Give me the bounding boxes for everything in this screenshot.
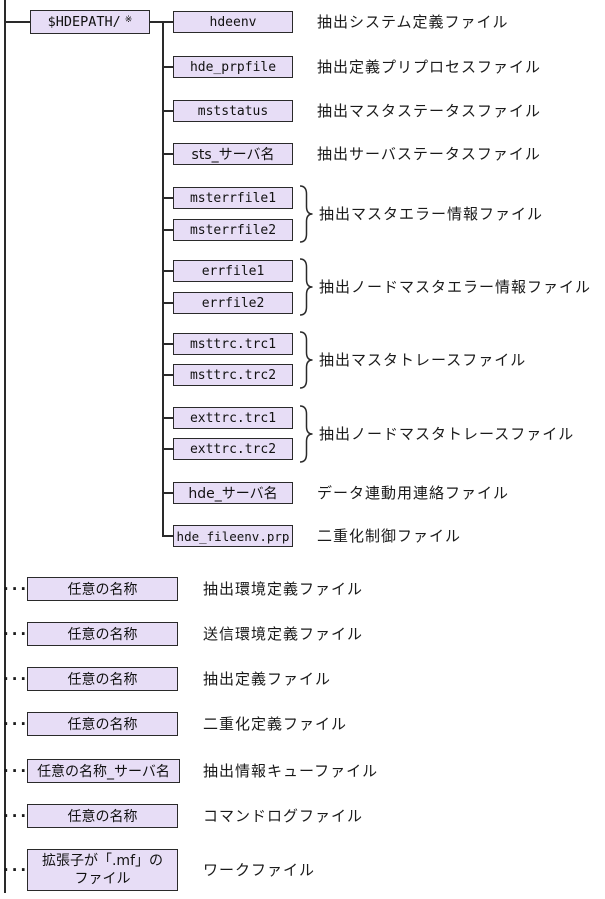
file-description: コマンドログファイル bbox=[203, 807, 364, 825]
file-node-name: exttrc.trc2 bbox=[189, 441, 277, 457]
file-node-name: hdeenv bbox=[209, 14, 257, 30]
group-brace bbox=[297, 185, 315, 243]
file-node-box: 任意の名称 bbox=[27, 622, 178, 646]
stub-line bbox=[162, 448, 173, 450]
file-node-box: hde_fileenv.prp bbox=[173, 525, 293, 547]
stub-line bbox=[162, 66, 173, 68]
file-node-name: msttrc.trc2 bbox=[189, 367, 277, 383]
file-node-box: hdeenv bbox=[173, 11, 293, 33]
file-description: 抽出ノードマスタトレースファイル bbox=[319, 425, 575, 443]
file-node-box: errfile1 bbox=[173, 260, 293, 282]
group-brace bbox=[297, 405, 315, 463]
file-node-name-line2: ファイル bbox=[74, 871, 131, 887]
stub-line bbox=[162, 110, 173, 112]
file-node-box: mststatus bbox=[173, 100, 293, 122]
file-description: 抽出システム定義ファイル bbox=[317, 13, 509, 31]
file-node-box: 任意の名称 bbox=[27, 667, 178, 691]
left-trunk-line bbox=[4, 0, 6, 893]
file-node-box: 任意の名称 bbox=[27, 712, 178, 736]
file-node-name-line1: 拡張子が「.mf」の bbox=[41, 853, 164, 869]
child-trunk-line bbox=[162, 21, 164, 537]
stub-line bbox=[162, 270, 173, 272]
stub-line bbox=[162, 153, 173, 155]
file-node-name: 任意の名称 bbox=[67, 582, 138, 598]
file-description: ワークファイル bbox=[203, 861, 316, 879]
continuation-dots-icon: ··· bbox=[3, 762, 30, 780]
file-node-box: msttrc.trc1 bbox=[173, 333, 293, 355]
file-node-name: 任意の名称 bbox=[67, 809, 138, 825]
file-node-box: hde_prpfile bbox=[173, 56, 293, 78]
file-description: 抽出定義ファイル bbox=[203, 670, 332, 688]
continuation-dots-icon: ··· bbox=[3, 715, 30, 733]
file-description: 抽出マスタステータスファイル bbox=[317, 102, 542, 120]
root-node-box: $HDEPATH/※ bbox=[30, 10, 150, 34]
stub-line bbox=[162, 343, 173, 345]
file-node-name: msterrfile1 bbox=[189, 190, 277, 206]
file-description: 抽出定義プリプロセスファイル bbox=[317, 58, 542, 76]
stub-line bbox=[162, 535, 173, 537]
continuation-dots-icon: ··· bbox=[3, 580, 30, 598]
file-node-box: 任意の名称 bbox=[27, 804, 178, 828]
file-node-box: msttrc.trc2 bbox=[173, 364, 293, 386]
root-note-marker: ※ bbox=[124, 15, 133, 25]
file-node-name: exttrc.trc1 bbox=[189, 410, 277, 426]
file-node-name: msterrfile2 bbox=[189, 222, 277, 238]
continuation-dots-icon: ··· bbox=[3, 861, 30, 879]
file-node-box: errfile2 bbox=[173, 292, 293, 314]
continuation-dots-icon: ··· bbox=[3, 807, 30, 825]
stub-line bbox=[162, 21, 173, 23]
file-node-name: errfile1 bbox=[201, 263, 265, 279]
file-node-name: 任意の名称_サーバ名 bbox=[37, 764, 170, 780]
root-branch-line bbox=[4, 21, 30, 23]
group-brace bbox=[297, 331, 315, 389]
file-node-name: hde_fileenv.prp bbox=[176, 528, 290, 544]
group-brace bbox=[297, 258, 315, 316]
file-description: 抽出情報キューファイル bbox=[203, 762, 379, 780]
file-description: 抽出ノードマスタエラー情報ファイル bbox=[319, 278, 592, 296]
file-node-name: 任意の名称 bbox=[67, 627, 138, 643]
stub-line bbox=[162, 197, 173, 199]
file-node-name: msttrc.trc1 bbox=[189, 336, 277, 352]
file-description: 二重化定義ファイル bbox=[203, 715, 348, 733]
continuation-dots-icon: ··· bbox=[3, 670, 30, 688]
file-node-box: exttrc.trc1 bbox=[173, 407, 293, 429]
file-node-box: hde_サーバ名 bbox=[173, 482, 293, 504]
file-node-box: sts_サーバ名 bbox=[173, 143, 293, 165]
file-node-name: errfile2 bbox=[201, 295, 265, 311]
file-description: 二重化制御ファイル bbox=[317, 527, 462, 545]
file-description: 送信環境定義ファイル bbox=[203, 625, 364, 643]
file-description: 抽出サーバステータスファイル bbox=[317, 145, 541, 163]
file-node-name: mststatus bbox=[197, 103, 269, 119]
stub-line bbox=[162, 374, 173, 376]
file-node-box: 拡張子が「.mf」の ファイル bbox=[27, 849, 178, 891]
root-to-trunk-line bbox=[150, 21, 162, 23]
file-node-box: msterrfile1 bbox=[173, 187, 293, 209]
file-node-box: exttrc.trc2 bbox=[173, 438, 293, 460]
file-node-box: 任意の名称_サーバ名 bbox=[27, 759, 180, 783]
stub-line bbox=[162, 229, 173, 231]
root-node-label: $HDEPATH/ bbox=[47, 14, 121, 30]
file-node-name: 任意の名称 bbox=[67, 672, 138, 688]
stub-line bbox=[162, 492, 173, 494]
file-node-name: sts_サーバ名 bbox=[191, 147, 275, 163]
file-description: 抽出マスタエラー情報ファイル bbox=[319, 205, 544, 223]
stub-line bbox=[162, 417, 173, 419]
file-node-name: hde_サーバ名 bbox=[188, 486, 278, 502]
file-node-name: hde_prpfile bbox=[189, 59, 277, 75]
file-description: データ連動用連絡ファイル bbox=[317, 484, 510, 502]
file-node-name: 任意の名称 bbox=[67, 717, 138, 733]
stub-line bbox=[162, 302, 173, 304]
continuation-dots-icon: ··· bbox=[3, 625, 30, 643]
file-node-box: msterrfile2 bbox=[173, 219, 293, 241]
file-description: 抽出環境定義ファイル bbox=[203, 580, 364, 598]
file-description: 抽出マスタトレースファイル bbox=[319, 351, 527, 369]
file-node-box: 任意の名称 bbox=[27, 577, 178, 601]
